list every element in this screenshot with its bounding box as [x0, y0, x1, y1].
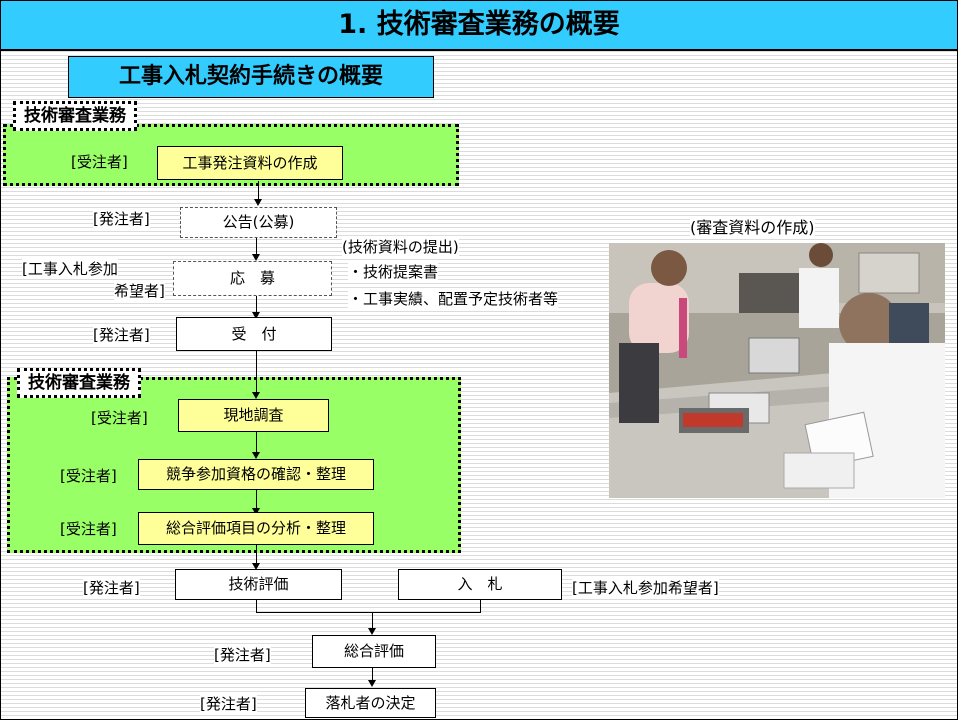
notes-item-proposal: ・技術提案書 [348, 262, 439, 282]
role-orderer-label: [発注者] [93, 325, 150, 345]
arrow-icon [252, 312, 260, 319]
office-photo [609, 243, 945, 498]
notes-item-record: ・工事実績、配置予定技術者等 [348, 289, 559, 309]
arrow-icon [254, 199, 262, 206]
role-orderer-label: [発注者] [200, 694, 257, 714]
connector-create-announce [258, 181, 259, 203]
role-orderer-label: [発注者] [214, 645, 271, 665]
role-applicant-label-line1: [工事入札参加 [22, 259, 118, 279]
connector-qual-items [256, 490, 257, 510]
step-bid: 入 札 [398, 569, 562, 600]
arrow-icon [368, 628, 376, 635]
connector-merge-overall [372, 612, 373, 632]
step-reception: 受 付 [176, 317, 332, 351]
connector-bid-merge [480, 600, 481, 612]
step-evaluation-items: 総合評価項目の分析・整理 [138, 512, 374, 545]
notes-heading: (技術資料の提出) [342, 237, 459, 257]
arrow-icon [252, 452, 260, 459]
connector-survey-qual [256, 432, 257, 452]
arrow-icon [252, 254, 260, 261]
step-qualification: 競争参加資格の確認・整理 [138, 459, 374, 490]
connector-receive-survey [256, 351, 257, 394]
photo-caption: (審査資料の作成) [690, 218, 815, 238]
arrow-icon [252, 563, 260, 570]
step-overall-eval: 総合評価 [312, 635, 436, 668]
connector-overall-winner [372, 668, 373, 682]
connector-items-eval [256, 545, 257, 565]
office-photo-illustration [609, 243, 945, 498]
connector-apply-receive [256, 296, 257, 314]
step-site-survey: 現地調査 [178, 399, 329, 432]
role-contractor-label: [受注者] [91, 409, 148, 427]
role-orderer-label: [発注者] [93, 209, 150, 229]
subtitle-box: 工事入札契約手続きの概要 [68, 56, 434, 98]
role-contractor-label: [受注者] [60, 520, 117, 538]
role-orderer-label: [発注者] [83, 578, 140, 598]
role-contractor-label: [受注者] [71, 153, 128, 171]
step-winner: 落札者の決定 [305, 688, 436, 718]
step-application: 応 募 [173, 261, 332, 296]
arrow-icon [252, 392, 260, 399]
slide-title: 1. 技術審査業務の概要 [1, 1, 957, 51]
role-applicant-label-line2: 希望者] [114, 281, 165, 301]
connector-eval-merge [256, 600, 257, 612]
step-tech-eval: 技術評価 [175, 569, 342, 600]
arrow-icon [252, 508, 260, 515]
tech-review-tag-top: 技術審査業務 [13, 101, 137, 131]
connector-announce-apply [256, 238, 257, 256]
role-applicant-label-right: [工事入札参加希望者] [572, 578, 719, 598]
step-create-docs: 工事発注資料の作成 [157, 146, 343, 180]
role-contractor-label: [受注者] [60, 467, 117, 485]
tech-review-tag-middle: 技術審査業務 [17, 368, 141, 398]
step-announcement: 公告(公募) [180, 207, 337, 238]
arrow-icon [368, 680, 376, 687]
connector-merge-horizontal [256, 612, 481, 613]
